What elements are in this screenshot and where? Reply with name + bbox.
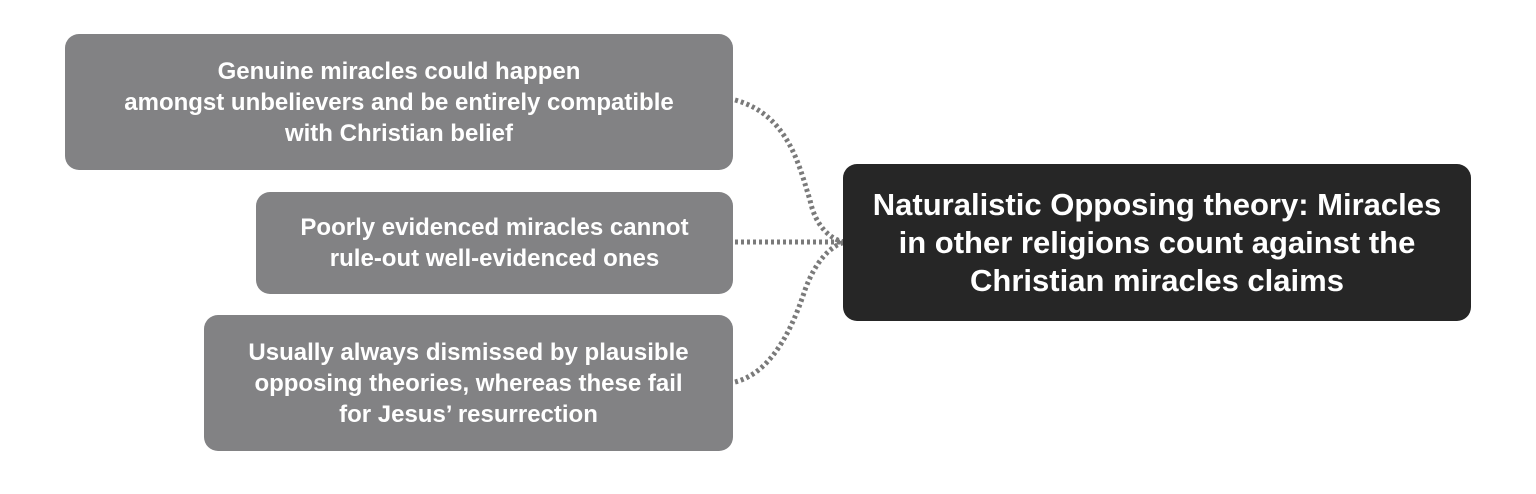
branch-node-1-text: Genuine miracles could happen amongst un… [124,57,674,147]
branch-node-2-text: Poorly evidenced miracles cannot rule-ou… [300,214,689,272]
connector-branch-1 [734,97,846,245]
branch-node-2: Poorly evidenced miracles cannot rule-ou… [256,192,733,294]
central-node-text: Naturalistic Opposing theory: Miracles i… [872,186,1442,298]
branch-node-3: Usually always dismissed by plausible op… [204,315,733,451]
branch-node-1: Genuine miracles could happen amongst un… [65,34,733,170]
branch-node-3-text: Usually always dismissed by plausible op… [248,338,689,428]
central-node: Naturalistic Opposing theory: Miracles i… [843,164,1471,321]
connector-branch-3 [734,239,846,385]
